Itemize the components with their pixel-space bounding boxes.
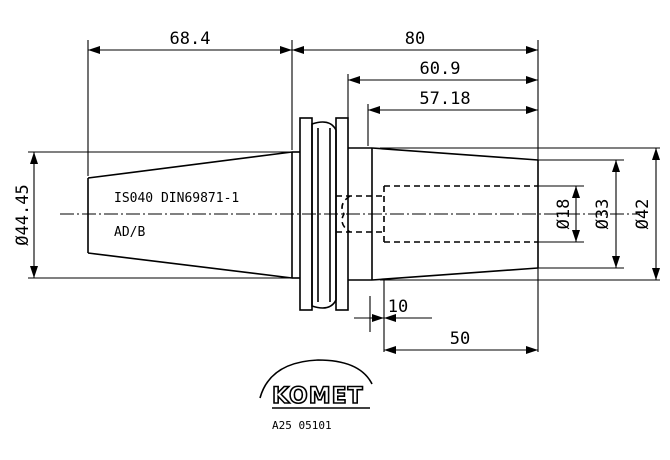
dim-taper-length: 68.4 [88, 29, 292, 54]
dim-outer-diameter-label: Ø42 [633, 199, 653, 230]
tool-body [348, 147, 539, 281]
flange [292, 117, 349, 311]
dim-bore-diameter: Ø18 [554, 186, 580, 242]
dim-length-b-label: 57.18 [419, 89, 470, 109]
dim-length-b: 57.18 [368, 89, 538, 114]
dim-length-a: 60.9 [348, 59, 538, 84]
dim-clamp-length: 50 [384, 329, 538, 354]
dim-length-a-label: 60.9 [420, 59, 461, 79]
dim-outer-diameter: Ø42 [633, 148, 660, 280]
hidden-bore [336, 185, 538, 243]
part-number: A25 05101 [272, 419, 332, 432]
variant-note: AD/B [114, 225, 145, 240]
dim-bore-diameter-label: Ø18 [554, 199, 574, 230]
dim-overall-length: 80 [292, 29, 538, 54]
dim-body-diameter-label: Ø33 [593, 199, 613, 230]
brand-name: KOMET [272, 384, 364, 409]
standard-note: IS040 DIN69871-1 [114, 191, 239, 206]
dim-bore-depth: 10 [354, 296, 432, 332]
logo-swoosh-icon [259, 359, 373, 399]
dim-clamp-length-label: 50 [450, 329, 470, 349]
dim-overall-length-label: 80 [405, 29, 425, 49]
dim-bore-depth-label: 10 [388, 297, 408, 317]
dim-body-diameter: Ø33 [593, 160, 620, 268]
dim-taper-length-label: 68.4 [170, 29, 211, 49]
dim-taper-diameter-label: Ø44.45 [13, 184, 33, 245]
dim-taper-diameter: Ø44.45 [13, 152, 38, 278]
extension-lines [28, 40, 660, 352]
komet-logo: KOMET A25 05101 [259, 359, 373, 432]
taper-shank [87, 151, 293, 279]
